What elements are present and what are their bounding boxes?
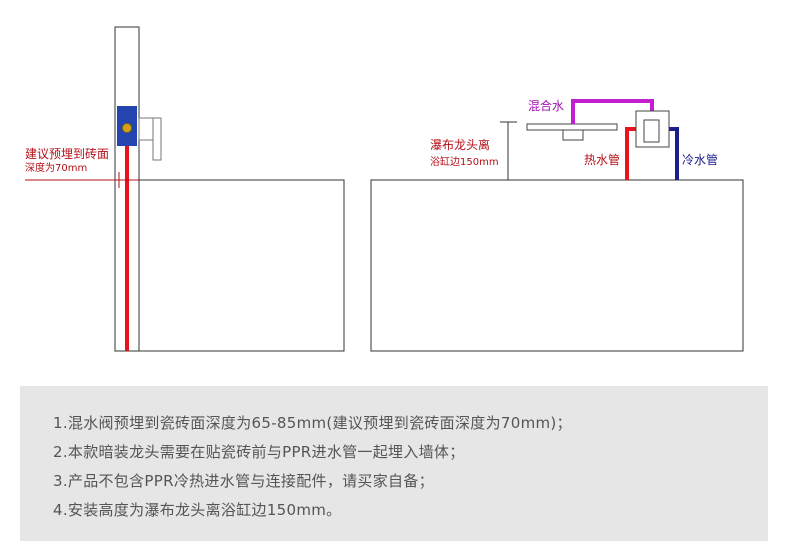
hot-water-pipe-vertical [125, 140, 129, 351]
note-item-2: 2.本款暗装龙头需要在贴瓷砖前与PPR进水管一起埋入墙体； [53, 443, 465, 461]
bathtub-side [138, 179, 345, 352]
spout-connector [562, 129, 584, 141]
left-side-view: 建议预埋到砖面 深度为70mm [25, 26, 345, 352]
hot-water-label: 热水管 [584, 152, 620, 167]
mixed-water-label: 混合水 [528, 98, 564, 113]
installation-notes-panel: 1.混水阀预埋到瓷砖面深度为65-85mm(建议预埋到瓷砖面深度为70mm)； … [20, 386, 768, 541]
height-label-line1: 瀑布龙头离 [430, 137, 490, 152]
valve-handle-front [643, 119, 660, 143]
mixed-water-pipe [571, 99, 654, 124]
valve-core [122, 123, 132, 133]
note-item-1: 1.混水阀预埋到瓷砖面深度为65-85mm(建议预埋到瓷砖面深度为70mm)； [53, 414, 572, 432]
installation-diagram: 建议预埋到砖面 深度为70mm 瀑布龙头离 浴缸边150mm 混合水 热水管 冷… [25, 26, 744, 352]
bathtub-front [370, 179, 744, 352]
note-item-3: 3.产品不包含PPR冷热进水管与连接配件，请买家自备； [53, 472, 434, 490]
embed-depth-label-line2: 深度为70mm [25, 161, 87, 174]
cold-water-label: 冷水管 [682, 152, 718, 167]
faucet-escutcheon [152, 117, 162, 161]
embed-depth-label-line1: 建议预埋到砖面 [25, 146, 109, 161]
waterfall-spout [526, 123, 618, 131]
note-item-4: 4.安装高度为瀑布龙头离浴缸边150mm。 [53, 501, 342, 519]
right-front-view: 瀑布龙头离 浴缸边150mm 混合水 热水管 冷水管 [370, 98, 744, 352]
height-label-line2: 浴缸边150mm [430, 155, 499, 168]
